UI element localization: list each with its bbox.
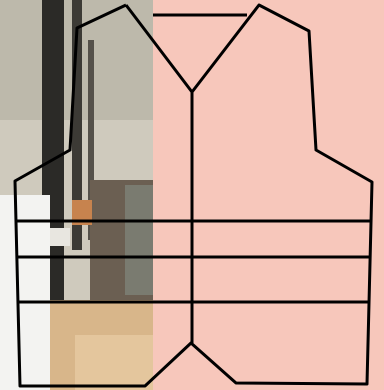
photo-wood-table-edge xyxy=(75,335,155,390)
photo-coil xyxy=(125,185,155,295)
pink-overlay xyxy=(153,0,384,390)
background-photo xyxy=(0,0,155,390)
photo-lab-coat xyxy=(0,195,50,390)
